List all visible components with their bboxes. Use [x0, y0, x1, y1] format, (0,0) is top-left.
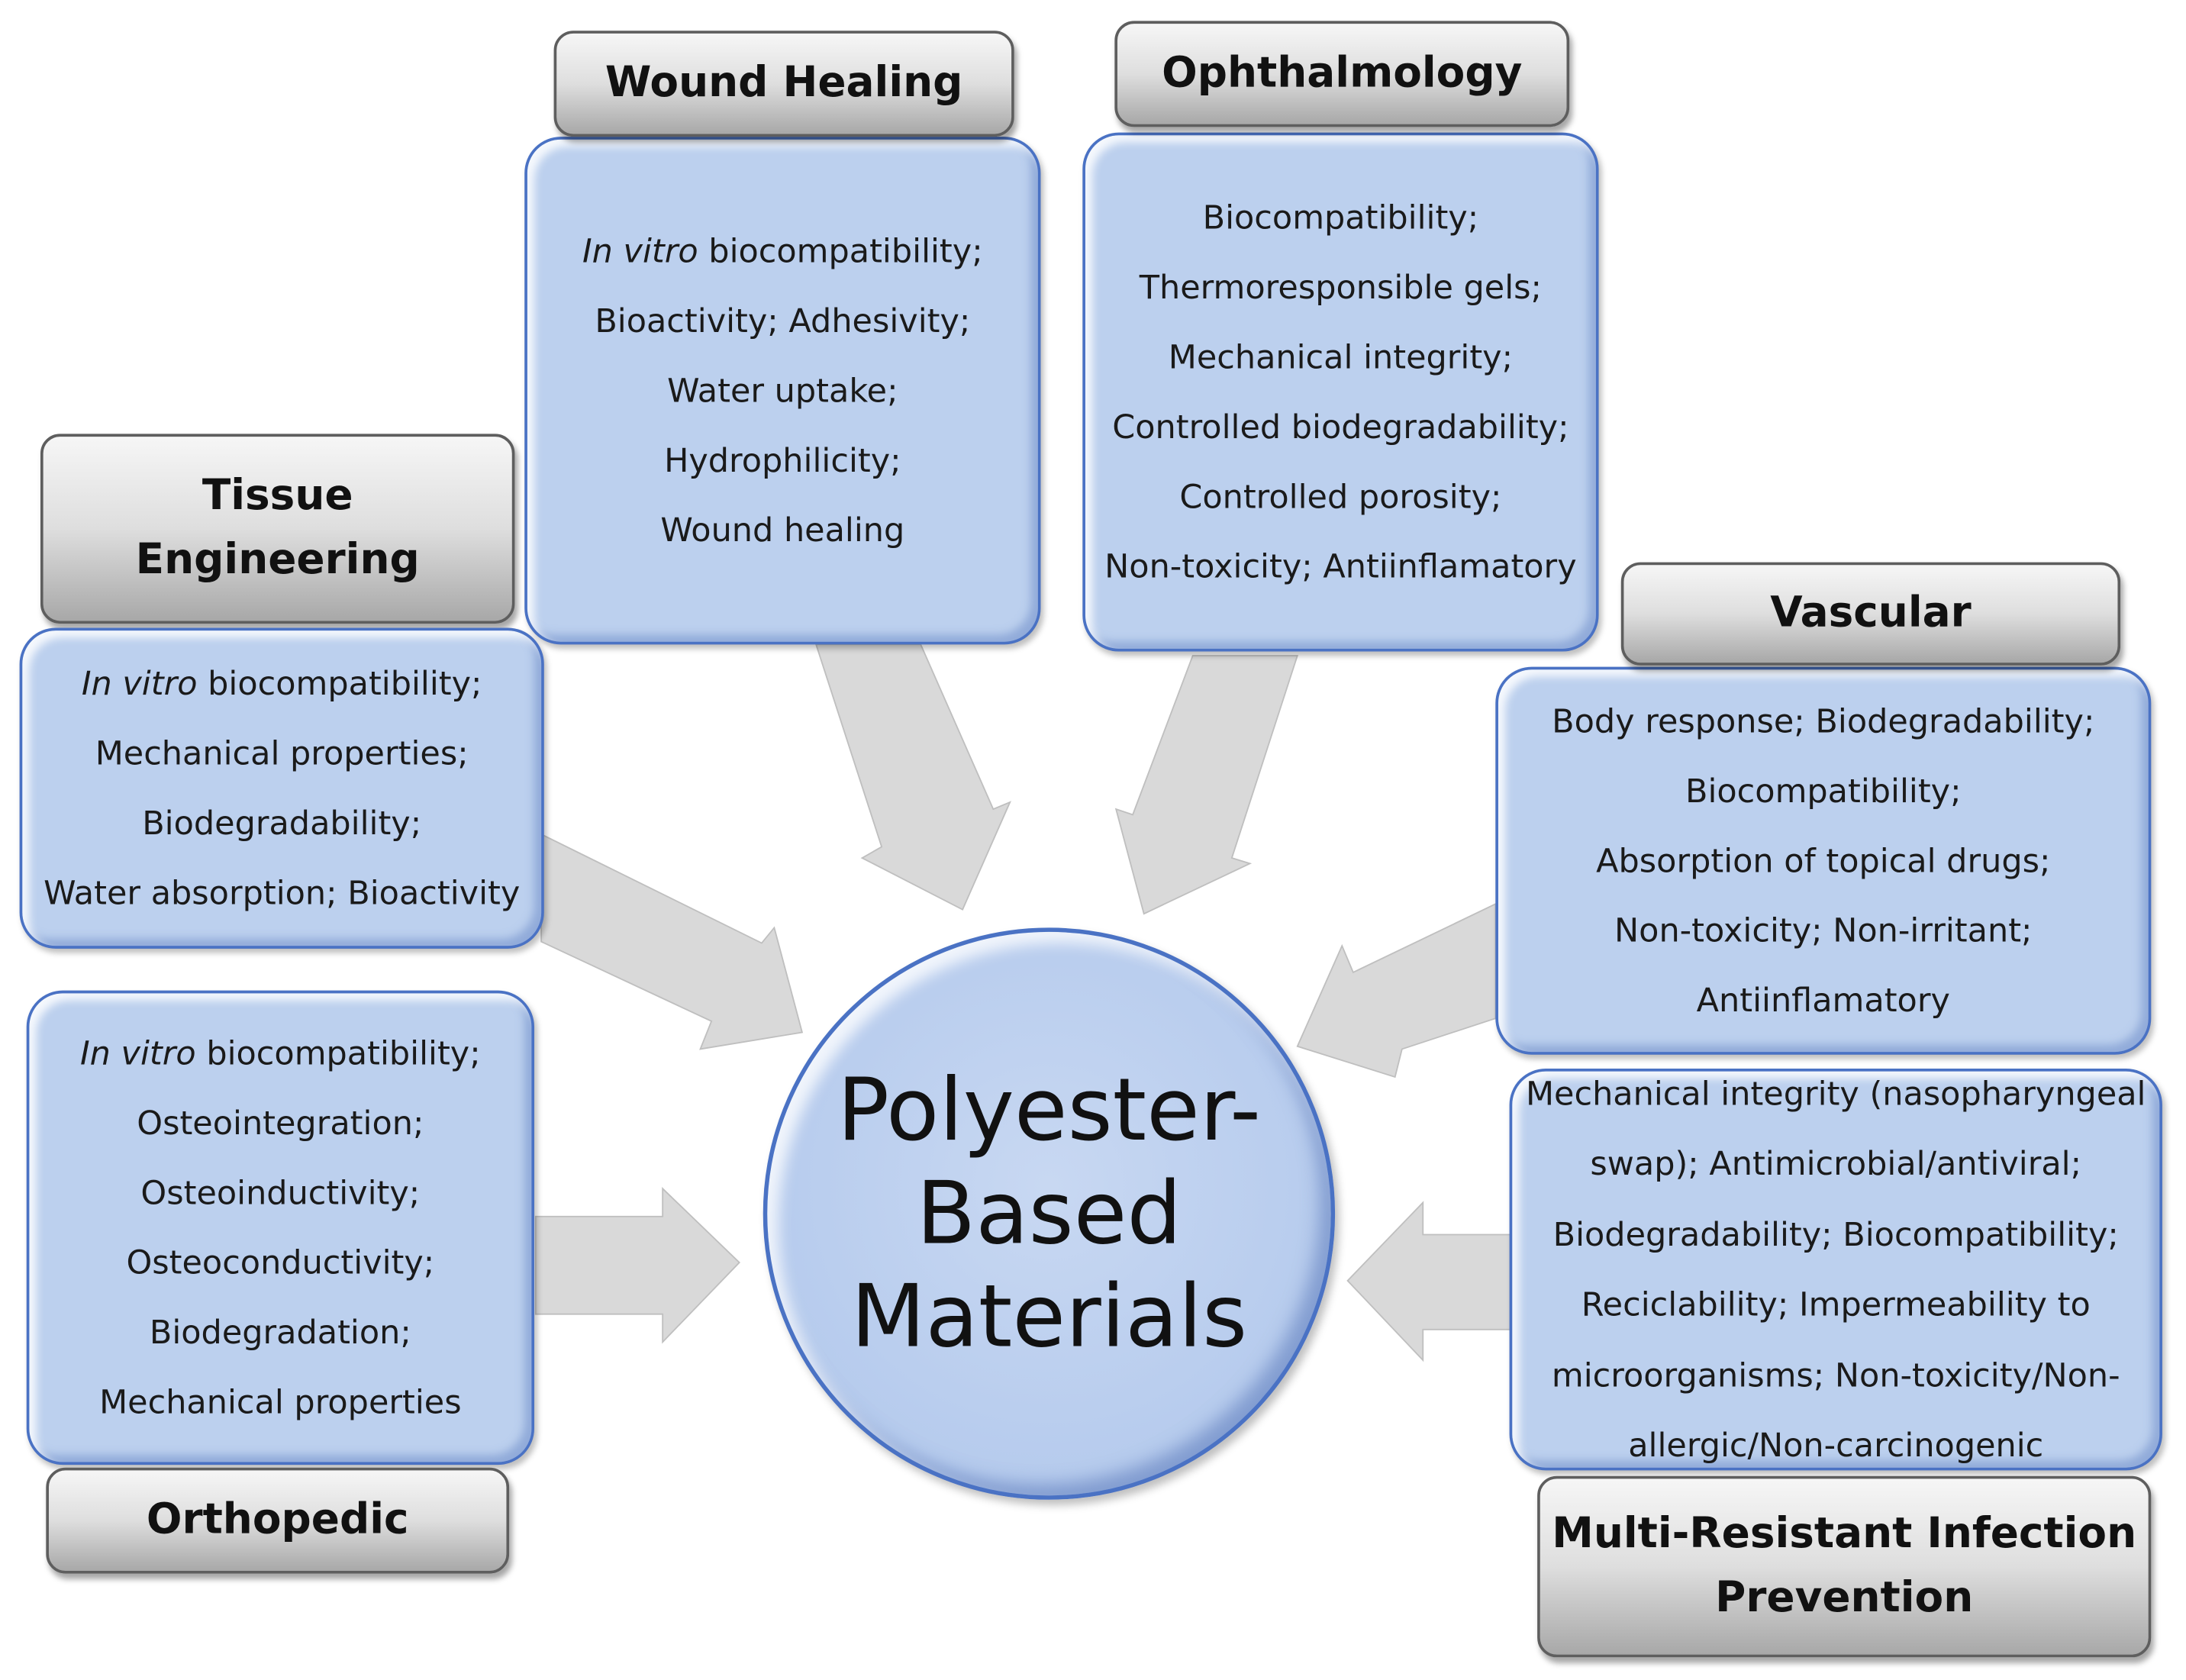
vascular-label: Vascular: [1620, 562, 2121, 666]
wound-healing-item: In vitro biocompatibility;: [582, 231, 983, 271]
ophthalmology-item: Controlled porosity;: [1179, 477, 1502, 517]
orthopedic-label: Orthopedic: [46, 1467, 510, 1574]
orthopedic-panel: In vitro biocompatibility; Osteointegrat…: [26, 990, 535, 1466]
vascular-item: Non-toxicity; Non-irritant;: [1614, 911, 2033, 950]
arrow-ophthalmology: [1114, 655, 1299, 915]
orthopedic-item: Osteoconductivity;: [126, 1243, 435, 1282]
vascular-item: Body response; Biodegradability;: [1552, 701, 2095, 741]
infection-prevention-item: Mechanical integrity (nasopharyngeal: [1525, 1073, 2146, 1113]
infection-prevention-item: microorganisms; Non-toxicity/Non-: [1551, 1355, 2120, 1395]
infection-prevention-item: swap); Antimicrobial/antiviral;: [1590, 1143, 2082, 1183]
ophthalmology-title: Ophthalmology: [1162, 48, 1523, 98]
infection-prevention-panel: Mechanical integrity (nasopharyngeal swa…: [1509, 1069, 2162, 1471]
center-title-line: Polyester-: [837, 1059, 1262, 1161]
infection-prevention-item: Biodegradability; Biocompatibility;: [1552, 1214, 2119, 1254]
ophthalmology-item: Controlled biodegradability;: [1112, 407, 1569, 447]
tissue-engineering-title-line: Tissue: [202, 470, 353, 520]
orthopedic-item: In vitro biocompatibility;: [80, 1033, 481, 1073]
wound-healing-item: Hydrophilicity;: [664, 440, 901, 480]
wound-healing-item: Wound healing: [660, 510, 905, 550]
tissue-engineering-item: Mechanical properties;: [95, 734, 469, 773]
tissue-engineering-item: Biodegradability;: [142, 803, 422, 843]
ophthalmology-item: Non-toxicity; Antiinflamatory: [1104, 547, 1577, 586]
ophthalmology-item: Biocompatibility;: [1202, 198, 1479, 237]
center-circle: Polyester- Based Materials: [763, 927, 1336, 1500]
wound-healing-title: Wound Healing: [605, 58, 963, 108]
wound-healing-item: Bioactivity; Adhesivity;: [595, 301, 971, 340]
infection-prevention-item: Reciclability; Impermeability to: [1581, 1285, 2091, 1324]
arrow-orthopedic: [534, 1187, 740, 1344]
orthopedic-item: Osteoinductivity;: [140, 1173, 421, 1213]
ophthalmology-item: Thermoresponsible gels;: [1139, 267, 1543, 308]
orthopedic-item: Mechanical properties: [99, 1382, 462, 1422]
arrow-tissue-engineering: [540, 833, 804, 1050]
vascular-panel: Body response; Biodegradability; Biocomp…: [1495, 666, 2152, 1055]
vascular-title: Vascular: [1770, 588, 1972, 637]
arrow-wound-healing: [814, 643, 1012, 911]
orthopedic-item: Biodegradation;: [149, 1312, 411, 1353]
infection-prevention-title-line: Multi-Resistant Infection: [1552, 1508, 2137, 1558]
wound-healing-label: Wound Healing: [553, 31, 1014, 137]
ophthalmology-item: Mechanical integrity;: [1168, 337, 1514, 377]
center-title-line: Based: [916, 1162, 1182, 1264]
infection-prevention-item: allergic/Non-carcinogenic: [1628, 1425, 2044, 1466]
tissue-engineering-title-line: Engineering: [135, 535, 420, 585]
infection-prevention-title-line: Prevention: [1715, 1573, 1974, 1623]
vascular-item: Absorption of topical drugs;: [1596, 841, 2051, 881]
tissue-engineering-item: Water absorption; Bioactivity: [44, 873, 521, 913]
orthopedic-item: Osteointegration;: [137, 1103, 424, 1143]
vascular-item: Antiinflamatory: [1696, 980, 1950, 1021]
wound-healing-panel: In vitro biocompatibility; Bioactivity; …: [524, 137, 1041, 645]
ophthalmology-panel: Biocompatibility; Thermoresponsible gels…: [1082, 132, 1599, 652]
arrow-infection-prevention: [1346, 1201, 1514, 1362]
wound-healing-item: Water uptake;: [667, 371, 898, 411]
infection-prevention-label: Multi-Resistant Infection Prevention: [1537, 1475, 2152, 1658]
tissue-engineering-label: Tissue Engineering: [40, 434, 515, 624]
tissue-engineering-item: In vitro biocompatibility;: [81, 663, 482, 704]
tissue-engineering-panel: In vitro biocompatibility; Mechanical pr…: [19, 627, 544, 949]
center-title-line: Materials: [850, 1265, 1248, 1368]
vascular-item: Biocompatibility;: [1685, 771, 1962, 811]
ophthalmology-label: Ophthalmology: [1114, 21, 1570, 127]
orthopedic-title: Orthopedic: [146, 1495, 409, 1544]
arrow-vascular: [1296, 902, 1497, 1079]
